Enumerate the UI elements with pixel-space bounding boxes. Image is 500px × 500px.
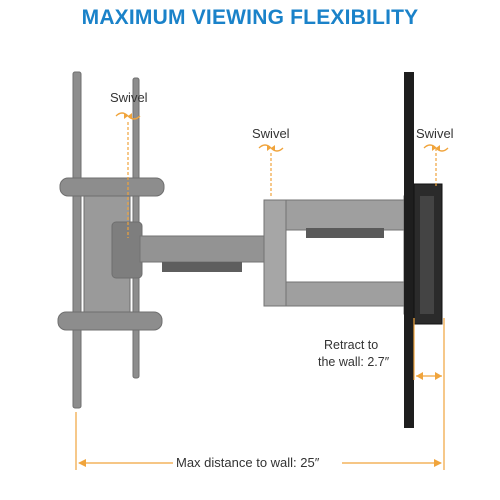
- arm-upper-shadow: [306, 228, 384, 238]
- ghost-bar-top: [59, 177, 165, 197]
- rotate-arrows-icon: [115, 112, 141, 120]
- extended-mount-ghost: [57, 71, 165, 409]
- retract-label-line2: the wall: 2.7″: [318, 355, 390, 369]
- headline: MAXIMUM VIEWING FLEXIBILITY: [81, 6, 419, 29]
- retract-arrow-right: [435, 372, 442, 380]
- dimension-arrows: [78, 372, 442, 467]
- arm-lower-shadow: [162, 262, 242, 272]
- retract-arrow-left: [416, 372, 423, 380]
- tv-panel: [404, 72, 443, 428]
- tv-bracket-inner: [420, 196, 434, 314]
- swivel-label-middle: Swivel: [252, 126, 290, 141]
- arm-elbow: [263, 199, 287, 307]
- ghost-rail-left: [72, 71, 82, 409]
- retract-label-line1: Retract to: [324, 338, 378, 352]
- ghost-bar-bottom: [57, 311, 163, 331]
- tv-screen: [404, 72, 414, 428]
- swivel-label-left: Swivel: [110, 90, 148, 105]
- swivel-rotation-icons: [115, 112, 449, 152]
- max-arrow-left: [78, 459, 86, 467]
- max-arrow-right: [434, 459, 442, 467]
- arm-lower-segment: [139, 235, 267, 263]
- max-distance-label: Max distance to wall: 25″: [176, 455, 320, 470]
- articulating-arm: [139, 195, 425, 315]
- dimension-guides: [75, 122, 445, 470]
- swivel-label-right: Swivel: [416, 126, 454, 141]
- rotate-arrows-icon: [423, 144, 449, 152]
- ghost-joint: [111, 221, 143, 279]
- rotate-arrows-icon: [258, 144, 284, 152]
